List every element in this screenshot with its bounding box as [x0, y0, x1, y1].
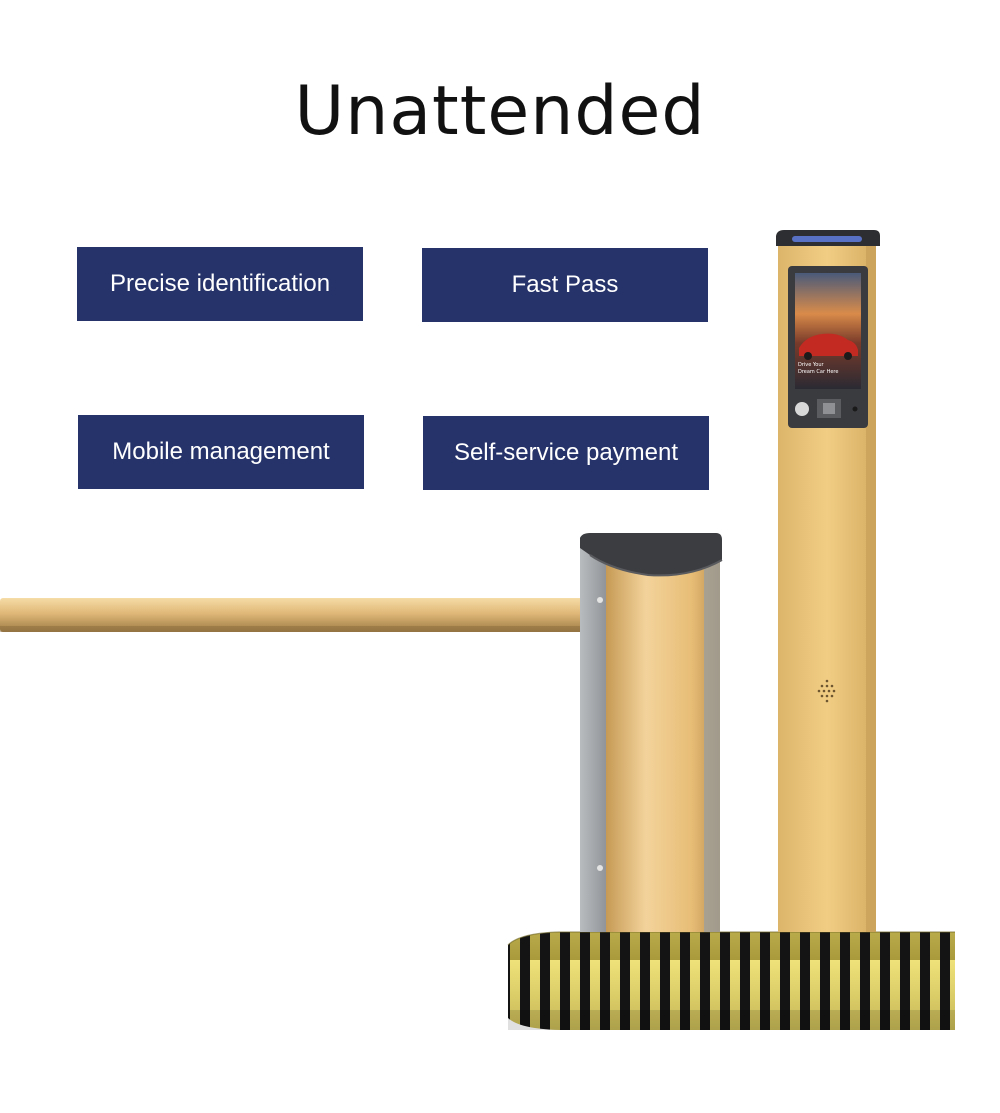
hazard-stripe-base [507, 931, 955, 1030]
feature-self-service-payment: Self-service payment [423, 416, 709, 490]
feature-mobile-management: Mobile management [78, 415, 364, 489]
payment-terminal-post: Drive Your Dream Car Here [776, 230, 880, 932]
screen-caption-line1: Drive Your [798, 362, 825, 368]
feature-fast-pass: Fast Pass [422, 248, 708, 322]
page-heading: Unattended [294, 72, 706, 151]
speaker-grille [817, 679, 836, 703]
feature-precise-identification: Precise identification [77, 247, 363, 321]
screen-caption-line2: Dream Car Here [798, 369, 838, 375]
barrier-cabinet [580, 533, 723, 932]
barrier-arm [0, 598, 585, 632]
